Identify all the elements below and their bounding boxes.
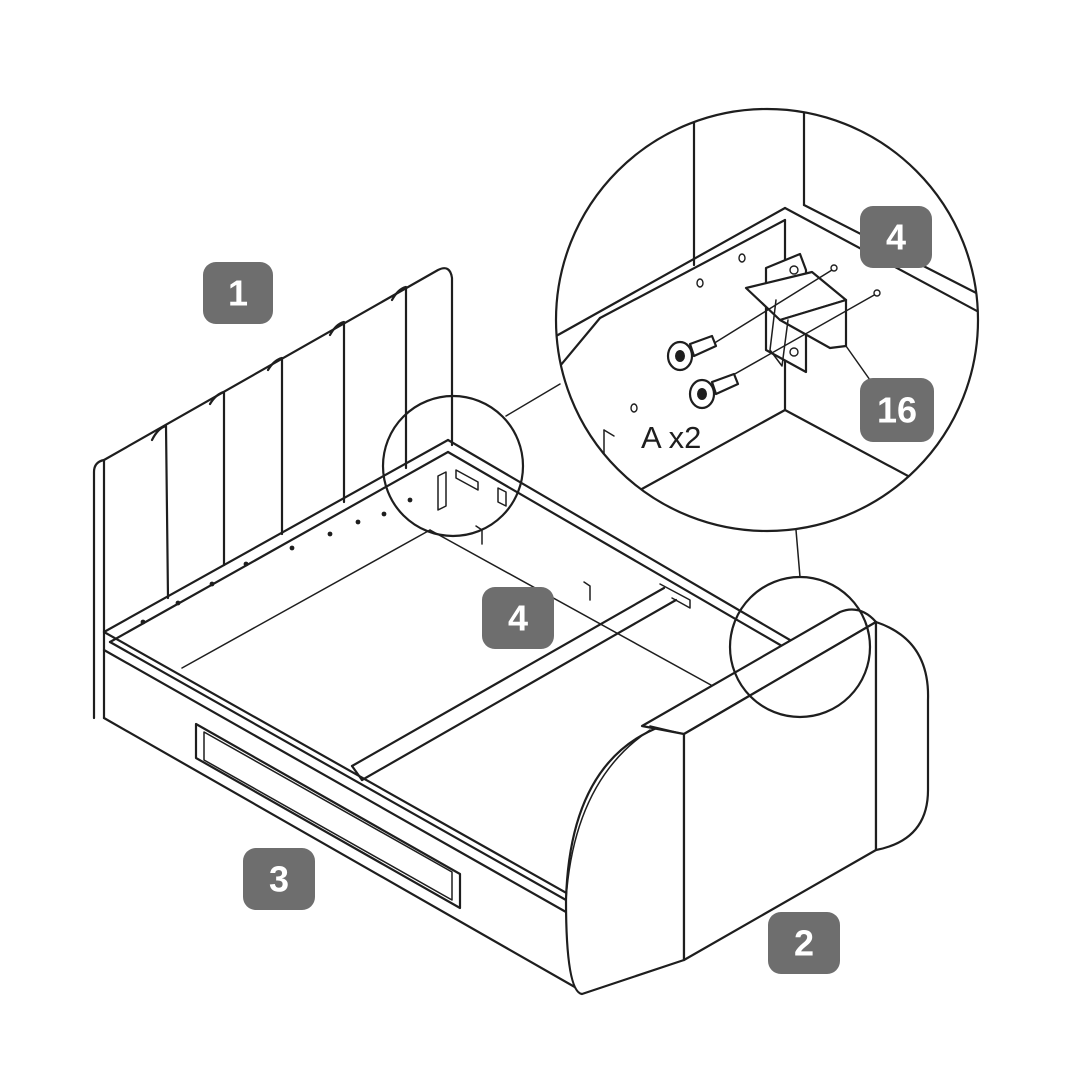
side-rail [102,438,792,992]
callout-badge-1: 1 [203,262,273,324]
rail-holes [140,497,413,625]
footboard [564,608,930,996]
callout-badge-2: 2 [768,912,840,974]
svg-text:4: 4 [886,217,906,258]
headboard [92,267,454,720]
callout-badge-16: 16 [860,378,934,442]
svg-text:1: 1 [228,273,248,314]
detail-callout-corner [381,383,561,538]
svg-text:3: 3 [269,859,289,900]
svg-text:16: 16 [877,390,917,431]
callout-badge-3: 3 [243,848,315,910]
screw-a-1 [666,334,718,372]
svg-text:4: 4 [508,598,528,639]
callout-badge-4-main: 4 [482,587,554,649]
zoomed-detail-view [554,107,980,533]
callout-badge-4-detail: 4 [860,206,932,268]
detail-callout-footboard [728,529,872,719]
center-support-beam [350,583,691,782]
headboard-channels [150,285,408,600]
screw-a-2 [688,372,740,410]
hardware-quantity-label: A x2 [641,420,701,455]
svg-text:2: 2 [794,923,814,964]
